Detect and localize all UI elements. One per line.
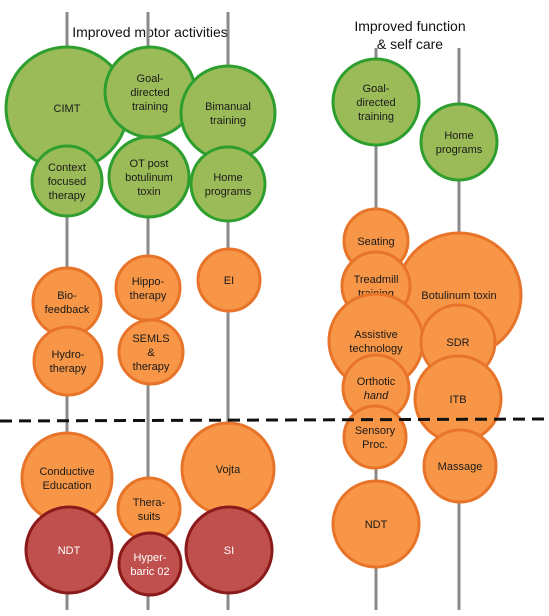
bubble-label-hydrotherapy-2: therapy (50, 363, 87, 375)
bubble-label-seating-1: Seating (357, 236, 394, 248)
bubble-label-sensory-proc-1: Sensory (355, 425, 396, 437)
bubble-context-focused-therapy: Context focused therapy (30, 144, 104, 218)
bubble-ei: EI (196, 247, 262, 313)
bubble-label-goal-directed-training-motor-1: Goal- (137, 73, 164, 85)
bubble-semls-therapy: SEMLS & therapy (117, 318, 185, 386)
bubble-si: SI (184, 505, 274, 595)
bubble-label-massage-1: Massage (438, 461, 483, 473)
heading-right-line-1: Improved function (354, 18, 466, 34)
bubble-bimanual-training: Bimanual training (179, 64, 277, 162)
bubble-label-assistive-technology-1: Assistive (354, 329, 397, 341)
bubble-label-goal-directed-training-function-2: directed (356, 97, 395, 109)
bubble-massage: Massage (422, 428, 498, 504)
bubble-ndt-motor: NDT (24, 505, 114, 595)
bubble-label-si-1: SI (224, 545, 234, 557)
bubble-label-semls-therapy-2: & (147, 347, 155, 359)
bubble-label-hippotherapy-1: Hippo- (132, 276, 165, 288)
bubble-label-goal-directed-training-function-3: training (358, 111, 394, 123)
bubble-circle-context-focused-therapy (30, 144, 104, 218)
bubble-label-ot-post-botulinum-toxin-2: botulinum (125, 172, 173, 184)
bubble-label-hyperbaric-o2-2: baric 02 (130, 566, 169, 578)
bubble-label-semls-therapy-3: therapy (133, 361, 170, 373)
heading-improved-function-self-care: Improved function & self care (330, 17, 490, 53)
bubble-label-context-focused-therapy-3: therapy (49, 190, 86, 202)
bubble-ndt-function: NDT (331, 479, 421, 569)
bubble-circle-hydrotherapy (32, 325, 104, 397)
bubble-vojta: Vojta (180, 421, 276, 517)
bubble-home-programs-function: Home programs (419, 102, 499, 182)
bubble-circle-thera-suits (116, 476, 182, 542)
bubble-circle-home-programs-function (419, 102, 499, 182)
bubble-thera-suits: Thera-suits (116, 476, 182, 542)
bubble-circle-massage (422, 428, 498, 504)
bubble-circle-ot-post-botulinum-toxin (107, 135, 191, 219)
bubble-circle-semls-therapy (117, 318, 185, 386)
bubble-hydrotherapy: Hydro-therapy (32, 325, 104, 397)
bubble-label-ndt-function-1: NDT (365, 519, 388, 531)
bubble-goal-directed-training-function: Goal-directed training (331, 57, 421, 147)
bubble-circle-sensory-proc (342, 404, 408, 470)
bubble-label-context-focused-therapy-1: Context (48, 162, 86, 174)
bubble-label-assistive-technology-2: technology (349, 343, 403, 355)
bubble-label-hippotherapy-2: therapy (130, 290, 167, 302)
bubble-label-home-programs-function-2: programs (436, 144, 483, 156)
bubbles-layer: CIMT Goal-directed training Bimanual trainin… (4, 45, 523, 597)
heading-improved-motor-activities: Improved motor activities (72, 24, 228, 40)
bubble-label-ndt-motor-1: NDT (58, 545, 81, 557)
dashed-divider-line (0, 417, 549, 423)
bubble-hippotherapy: Hippo-therapy (114, 254, 182, 322)
bubble-label-home-programs-function-1: Home (444, 130, 473, 142)
bubble-label-context-focused-therapy-2: focused (48, 176, 87, 188)
bubble-circle-hyperbaric-o2 (117, 531, 183, 597)
bubble-label-sensory-proc-2: Proc. (362, 439, 388, 451)
bubble-label-biofeedback-1: Bio- (57, 290, 77, 302)
bubble-label-botulinum-toxin-1: Botulinum toxin (421, 290, 496, 302)
bubble-label-cimt-1: CIMT (54, 103, 81, 115)
bubble-label-home-programs-motor-1: Home (213, 172, 242, 184)
bubble-label-home-programs-motor-2: programs (205, 186, 252, 198)
bubble-label-hydrotherapy-1: Hydro- (51, 349, 84, 361)
bubble-home-programs-motor: Home programs (189, 145, 267, 223)
bubble-label-itb-1: ITB (449, 394, 466, 406)
bubble-label-treadmill-training-1: Treadmill (354, 274, 399, 286)
bubble-orthotic-hand: Orthotic hand (341, 353, 411, 423)
bubble-circle-ndt-function (331, 479, 421, 569)
bubble-circle-hippotherapy (114, 254, 182, 322)
bubble-label-hyperbaric-o2-1: Hyper- (133, 552, 166, 564)
bubble-label-ot-post-botulinum-toxin-3: toxin (137, 186, 160, 198)
bubble-circle-ei (196, 247, 262, 313)
bubble-label-bimanual-training-1: Bimanual (205, 101, 251, 113)
bubble-label-bimanual-training-2: training (210, 115, 246, 127)
bubble-circle-goal-directed-training-function (331, 57, 421, 147)
bubble-hyperbaric-o2: Hyper-baric 02 (117, 531, 183, 597)
bubble-label-biofeedback-2: feedback (45, 304, 90, 316)
bubble-label-conductive-education-2: Education (43, 480, 92, 492)
bubble-label-conductive-education-1: Conductive (39, 466, 94, 478)
bubble-label-semls-therapy-1: SEMLS (132, 333, 169, 345)
bubble-circle-si (184, 505, 274, 595)
bubble-circle-ndt-motor (24, 505, 114, 595)
bubble-label-thera-suits-2: suits (138, 511, 161, 523)
bubble-ot-post-botulinum-toxin: OT post botulinum toxin (107, 135, 191, 219)
bubble-label-sdr-1: SDR (446, 337, 469, 349)
bubble-label-orthotic-hand-2: hand (364, 390, 389, 402)
bubble-label-goal-directed-training-function-1: Goal- (363, 83, 390, 95)
bubble-label-goal-directed-training-motor-2: directed (130, 87, 169, 99)
bubble-label-thera-suits-1: Thera- (133, 497, 166, 509)
heading-right-line-2: & self care (376, 36, 444, 52)
bubble-circle-home-programs-motor (189, 145, 267, 223)
bubble-label-vojta-1: Vojta (216, 464, 241, 476)
bubble-label-orthotic-hand-1: Orthotic (357, 376, 396, 388)
bubble-label-ot-post-botulinum-toxin-1: OT post (130, 158, 169, 170)
bubble-label-goal-directed-training-motor-3: training (132, 101, 168, 113)
bubble-label-ei-1: EI (224, 275, 234, 287)
